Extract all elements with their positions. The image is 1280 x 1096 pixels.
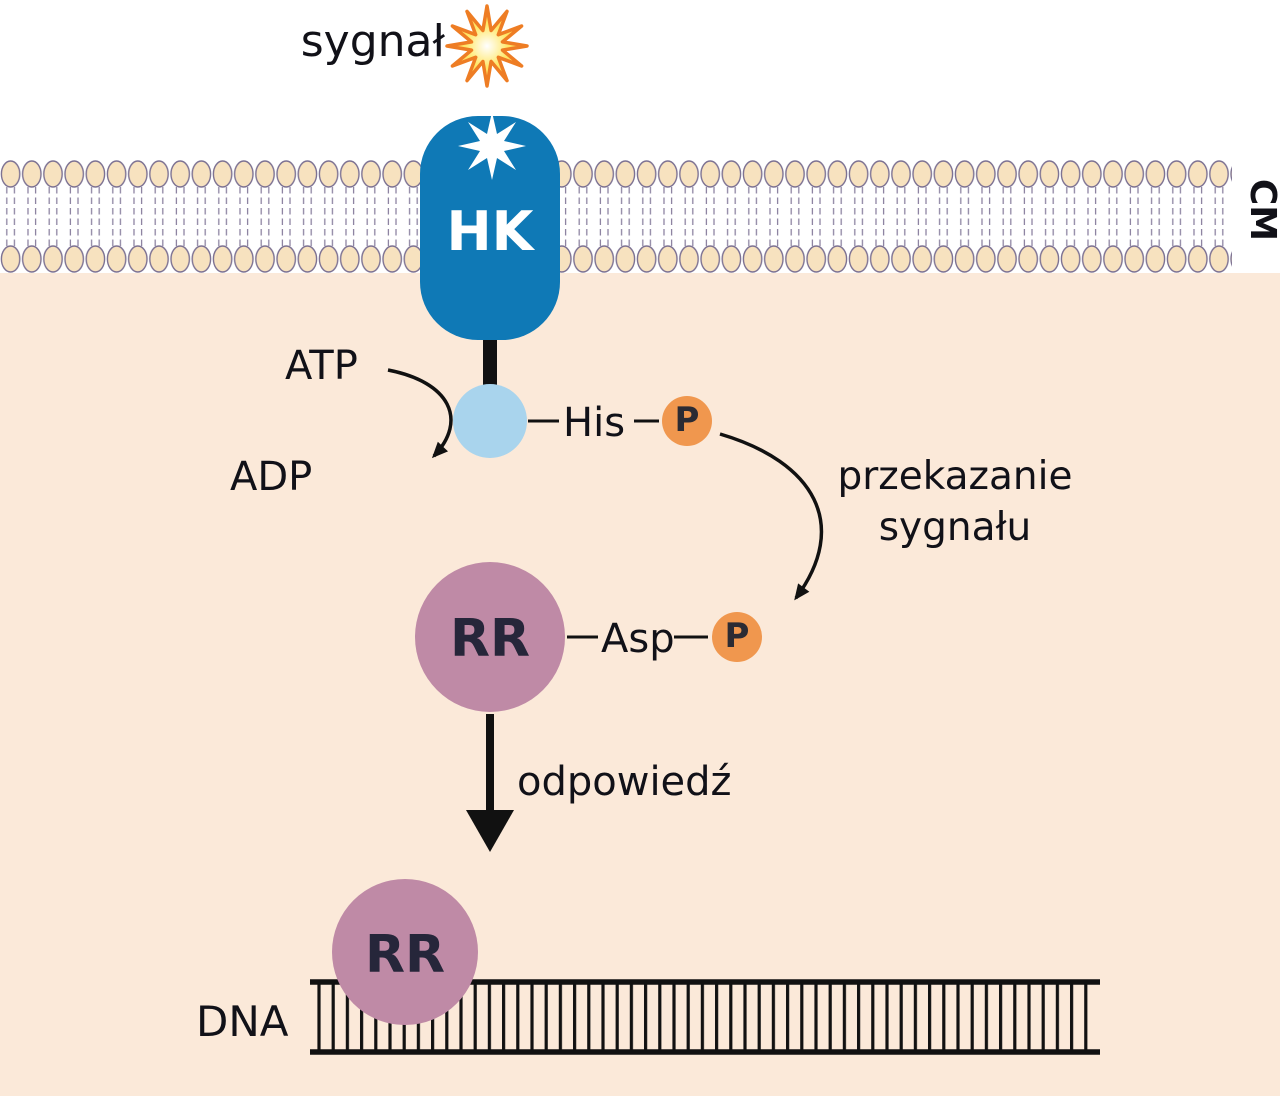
his-domain-circle bbox=[453, 384, 527, 458]
membrane-cm-label: CM bbox=[1242, 178, 1280, 242]
rr-label-2: RR bbox=[364, 925, 446, 985]
phosphate-circle-asp bbox=[712, 612, 762, 662]
response-arrow-head bbox=[466, 810, 514, 852]
cytoplasm-background bbox=[0, 273, 1280, 1096]
transfer-arrow bbox=[719, 432, 824, 601]
response-label: odpowiedź bbox=[517, 759, 732, 805]
adp-label: ADP bbox=[230, 454, 313, 500]
asp-label: Asp bbox=[601, 616, 675, 662]
atp-adp-arrow bbox=[387, 368, 453, 459]
hk-label: HK bbox=[446, 200, 534, 263]
hk-receptor-shape bbox=[420, 116, 560, 340]
rr-circle-1 bbox=[415, 562, 565, 712]
signal-label: sygnał bbox=[300, 16, 445, 67]
signal-transfer-label: przekazanie sygnału bbox=[837, 454, 1073, 550]
his-label: His bbox=[563, 400, 626, 446]
phosphate-circle-his bbox=[662, 396, 712, 446]
rr-label-1: RR bbox=[449, 609, 531, 669]
atp-label: ATP bbox=[285, 343, 358, 389]
cell-membrane bbox=[0, 160, 1232, 273]
phosphate-his-label: P bbox=[674, 400, 700, 440]
dna-label: DNA bbox=[196, 997, 289, 1046]
rr-circle-2 bbox=[332, 879, 478, 1025]
phosphate-asp-label: P bbox=[724, 616, 750, 656]
signal-star-icon bbox=[445, 4, 529, 88]
signal-impact-star-icon bbox=[458, 112, 526, 180]
hk-stalk bbox=[483, 336, 497, 394]
